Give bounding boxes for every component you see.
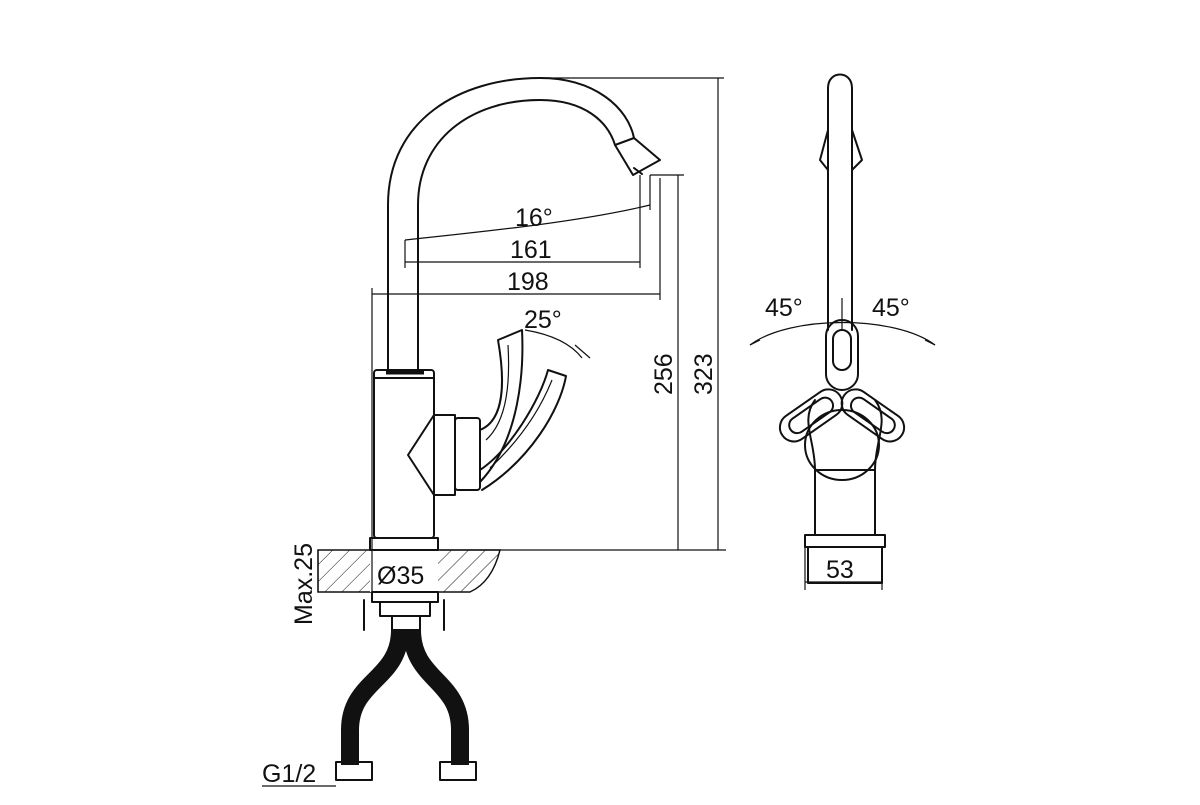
label-reach-outer: 198 (507, 268, 549, 296)
label-spout-height: 256 (650, 353, 678, 395)
label-total-height: 323 (690, 353, 718, 395)
label-reach-inner: 161 (510, 236, 552, 264)
label-spout-angle: 16° (515, 204, 553, 232)
side-view: 16° 161 198 25° 256 323 Max.25 Ø35 G1/2 (262, 77, 726, 788)
label-lever-angle: 25° (524, 306, 562, 334)
label-max-thickness: Max.25 (290, 543, 318, 625)
label-body-width: 53 (826, 556, 854, 584)
label-rotation-left: 45° (765, 294, 803, 322)
front-view: 45° 45° 53 (749, 73, 936, 590)
lever-handle (407, 329, 567, 496)
spout (387, 77, 661, 371)
flexible-hoses (335, 629, 477, 781)
dimension-lines (262, 77, 726, 787)
label-hole-diameter: Ø35 (377, 562, 424, 590)
faucet-body (373, 369, 435, 539)
base-collar (369, 537, 439, 551)
countertop-section (317, 549, 501, 593)
label-connection: G1/2 (262, 760, 316, 788)
mounting-hardware (363, 591, 445, 631)
label-rotation-right: 45° (872, 294, 910, 322)
